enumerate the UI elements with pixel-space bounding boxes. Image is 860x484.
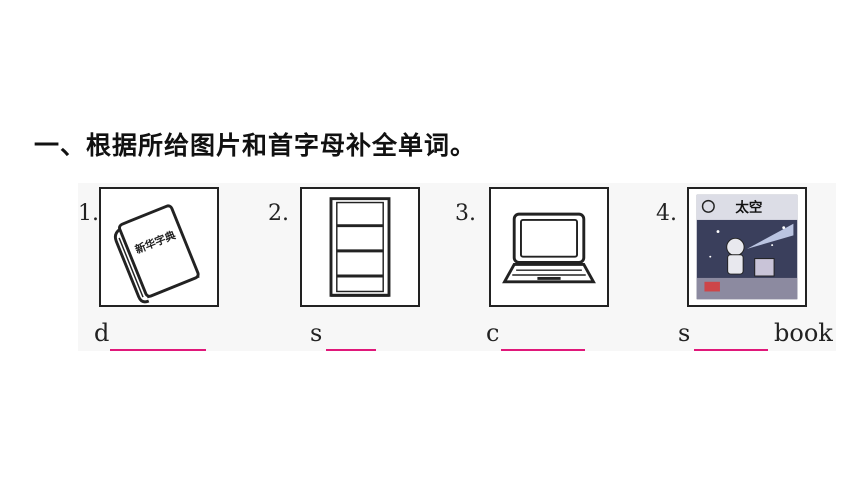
item-number: 3. bbox=[455, 201, 476, 226]
initial-letter: s bbox=[310, 319, 323, 347]
bookshelf-icon bbox=[329, 197, 391, 297]
answer-blank[interactable] bbox=[326, 349, 376, 351]
item-number: 2. bbox=[268, 201, 289, 226]
exercise-panel: 1. 新华字典 d 2. bbox=[78, 183, 836, 351]
word-suffix: book bbox=[774, 319, 833, 347]
initial-letter: c bbox=[486, 319, 500, 347]
bookshelf-picture bbox=[300, 187, 420, 307]
item-number: 1. bbox=[78, 201, 99, 226]
dictionary-icon: 新华字典 bbox=[113, 204, 200, 304]
item-number: 4. bbox=[656, 201, 677, 226]
initial-letter: s bbox=[678, 319, 691, 347]
space-book-title: 太空 bbox=[735, 199, 762, 216]
space-book-icon: 太空 bbox=[696, 194, 798, 300]
computer-picture bbox=[489, 187, 609, 307]
exercise-heading: 一、根据所给图片和首字母补全单词。 bbox=[34, 131, 477, 160]
initial-letter: d bbox=[94, 319, 110, 347]
answer-blank[interactable] bbox=[694, 349, 768, 351]
laptop-computer-icon bbox=[502, 212, 596, 284]
space-book-picture: 太空 bbox=[687, 187, 807, 307]
answer-blank[interactable] bbox=[110, 349, 206, 351]
dictionary-picture: 新华字典 bbox=[99, 187, 219, 307]
answer-blank[interactable] bbox=[501, 349, 585, 351]
